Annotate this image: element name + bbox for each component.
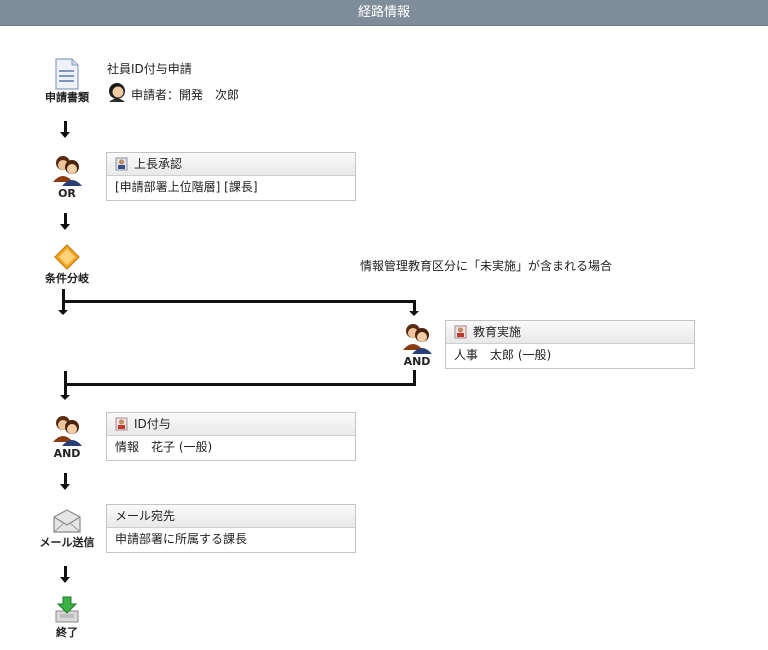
approval-box-title: 上長承認 bbox=[134, 157, 183, 171]
end-node-label: 終了 bbox=[56, 626, 78, 639]
mail-node-label: メール送信 bbox=[39, 536, 95, 549]
user-icon bbox=[454, 325, 467, 339]
education-and-node: AND bbox=[387, 322, 447, 368]
flow-arrow bbox=[60, 132, 70, 138]
mail-node: メール送信 bbox=[37, 508, 97, 549]
id-grant-and-label: AND bbox=[53, 447, 81, 460]
id-grant-box: ID付与 情報 花子 (一般) bbox=[106, 412, 356, 461]
flow-arrow bbox=[58, 310, 68, 315]
group-users-icon bbox=[403, 324, 432, 354]
approval-or-label: OR bbox=[58, 187, 76, 200]
branch-diamond-icon bbox=[54, 244, 80, 270]
mail-box: メール宛先 申請部署に所属する課長 bbox=[106, 504, 356, 553]
branch-node: 条件分岐 bbox=[37, 244, 97, 285]
approval-box-body: [申請部署上位階層] [課長] bbox=[115, 180, 258, 194]
flow-line bbox=[64, 566, 67, 577]
group-users-icon bbox=[53, 156, 82, 186]
application-node-label: 申請書類 bbox=[45, 91, 89, 104]
user-icon bbox=[115, 417, 128, 431]
applicant-name: 申請者：開発 次郎 bbox=[131, 88, 240, 102]
approval-box-header: 上長承認 bbox=[107, 153, 355, 176]
approver-icon bbox=[115, 157, 128, 171]
approval-or-node: OR bbox=[37, 154, 97, 200]
education-box-header: 教育実施 bbox=[446, 321, 694, 344]
flow-arrow bbox=[60, 484, 70, 490]
education-box-title: 教育実施 bbox=[473, 325, 522, 339]
flow-line bbox=[413, 370, 416, 385]
id-grant-box-header: ID付与 bbox=[107, 413, 355, 436]
document-icon bbox=[55, 58, 79, 90]
education-box: 教育実施 人事 太郎 (一般) bbox=[445, 320, 695, 369]
education-box-body: 人事 太郎 (一般) bbox=[454, 348, 552, 362]
group-users-icon bbox=[53, 416, 82, 446]
id-grant-box-body: 情報 花子 (一般) bbox=[115, 440, 213, 454]
mail-box-title: メール宛先 bbox=[115, 509, 176, 523]
end-tray-arrow-icon bbox=[55, 596, 79, 623]
header-title: 経路情報 bbox=[357, 5, 410, 20]
flow-line bbox=[413, 300, 416, 312]
flow-arrow bbox=[409, 311, 419, 316]
id-grant-box-title: ID付与 bbox=[134, 417, 171, 431]
applicant-avatar-icon bbox=[109, 83, 125, 102]
education-and-label: AND bbox=[403, 355, 431, 368]
application-node: 申請書類 bbox=[37, 58, 97, 104]
flow-arrow bbox=[60, 577, 70, 583]
mail-box-body: 申請部署に所属する課長 bbox=[115, 532, 248, 546]
merge-line bbox=[64, 383, 416, 386]
id-grant-and-node: AND bbox=[37, 414, 97, 460]
branch-condition: 情報管理教育区分に「未実施」が含まれる場合 bbox=[360, 259, 613, 273]
mail-box-header: メール宛先 bbox=[107, 505, 355, 528]
flow-line bbox=[64, 213, 67, 224]
branch-node-label: 条件分岐 bbox=[45, 272, 89, 285]
flow-line bbox=[64, 473, 67, 484]
flow-arrow bbox=[60, 395, 70, 400]
application-title: 社員ID付与申請 bbox=[107, 62, 192, 76]
route-info-header: 経路情報 bbox=[0, 0, 768, 26]
flow-arrow bbox=[60, 224, 70, 230]
end-node: 終了 bbox=[37, 596, 97, 639]
branch-line bbox=[62, 300, 416, 303]
envelope-icon bbox=[53, 509, 81, 533]
flow-line bbox=[64, 371, 67, 395]
flow-line bbox=[64, 121, 67, 132]
approval-box: 上長承認 [申請部署上位階層] [課長] bbox=[106, 152, 356, 201]
